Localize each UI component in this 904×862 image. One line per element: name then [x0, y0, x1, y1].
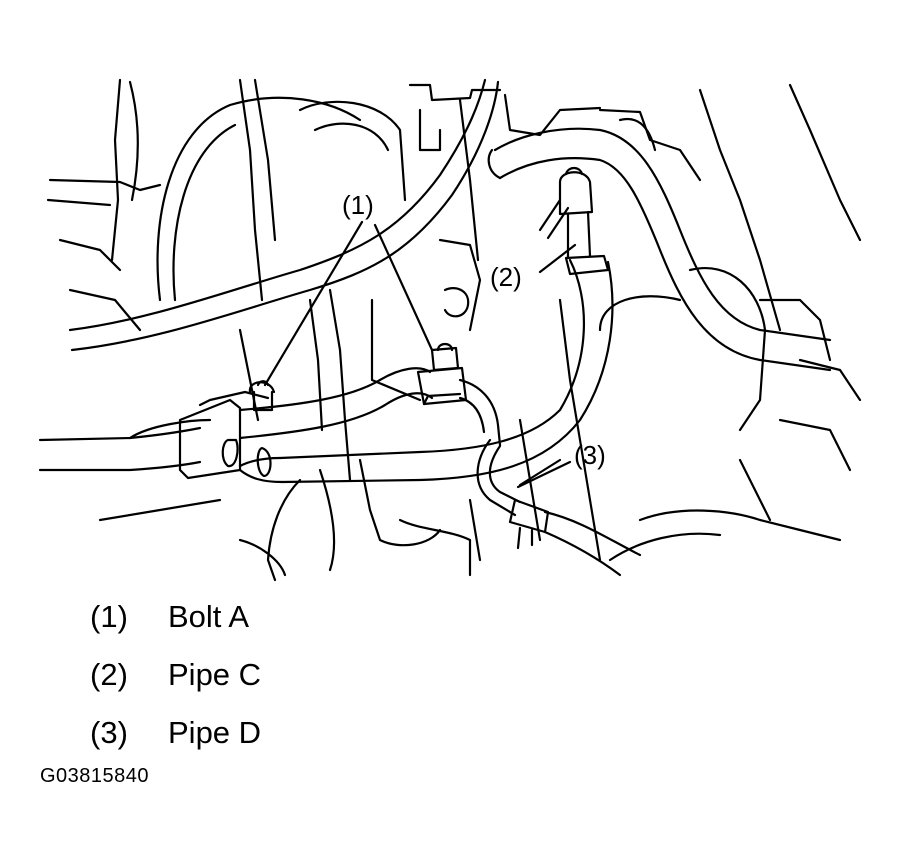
legend-text: Bolt A [168, 599, 249, 634]
callout-3-label: (3) [574, 440, 606, 470]
legend-item: (1) Bolt A [90, 588, 261, 646]
parts-legend: (1) Bolt A (2) Pipe C (3) Pipe D [90, 588, 261, 762]
legend-number: (1) [90, 599, 128, 634]
bolt-a-right [416, 342, 468, 406]
legend-number: (2) [90, 657, 128, 692]
bolt-a-left [248, 380, 276, 412]
engine-background-outline [46, 78, 862, 582]
legend-item: (2) Pipe C [90, 646, 261, 704]
upper-hose [68, 78, 487, 332]
engine-pipe-illustration: (1) (2) (3) [38, 78, 862, 582]
legend-text: Pipe D [168, 715, 262, 750]
callout-1-label: (1) [342, 190, 374, 220]
pipe-main-run [38, 367, 502, 484]
pipe-c [278, 166, 614, 484]
pipe-clamp-left [178, 390, 272, 480]
callout-leaders [263, 220, 577, 489]
legend-number: (3) [90, 715, 128, 750]
upper-right-pipe [493, 127, 832, 342]
figure-code: G03815840 [40, 765, 150, 787]
pipe-d [476, 438, 642, 577]
callout-2-label: (2) [490, 262, 522, 292]
legend-item: (3) Pipe D [90, 704, 261, 762]
legend-text: Pipe C [168, 657, 262, 692]
